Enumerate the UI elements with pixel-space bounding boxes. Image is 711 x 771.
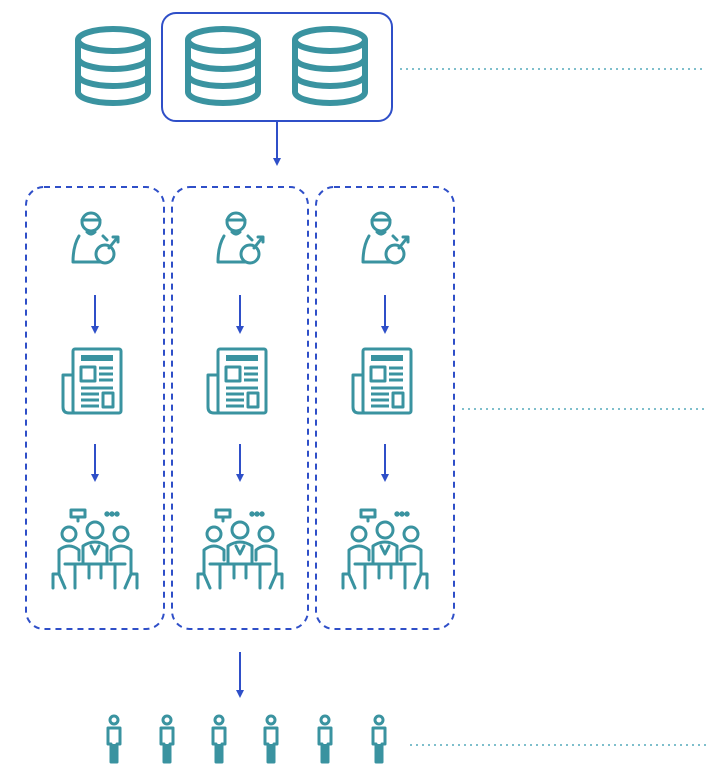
process-column [315,186,455,630]
person-icon [317,714,333,764]
team-meeting-icon [51,508,139,590]
database-icon [78,29,148,103]
audience-row [106,714,387,764]
newspaper-icon [351,347,413,415]
column-frame [315,186,455,630]
user-edit-icon [216,211,265,265]
database-icon [188,29,258,103]
column-frame [171,186,309,630]
newspaper-icon [206,347,268,415]
person-icon [371,714,387,764]
person-icon [263,714,279,764]
person-icon [211,714,227,764]
user-edit-icon [71,211,120,265]
team-meeting-icon [196,508,284,590]
person-icon [159,714,175,764]
column-frame [25,186,165,630]
newspaper-icon [61,347,123,415]
user-edit-icon [361,211,410,265]
database-row [78,12,706,122]
process-column [25,186,165,630]
database-icon [295,29,365,103]
process-column [171,186,309,630]
person-icon [106,714,122,764]
selected-databases-frame [161,12,393,122]
team-meeting-icon [341,508,429,590]
